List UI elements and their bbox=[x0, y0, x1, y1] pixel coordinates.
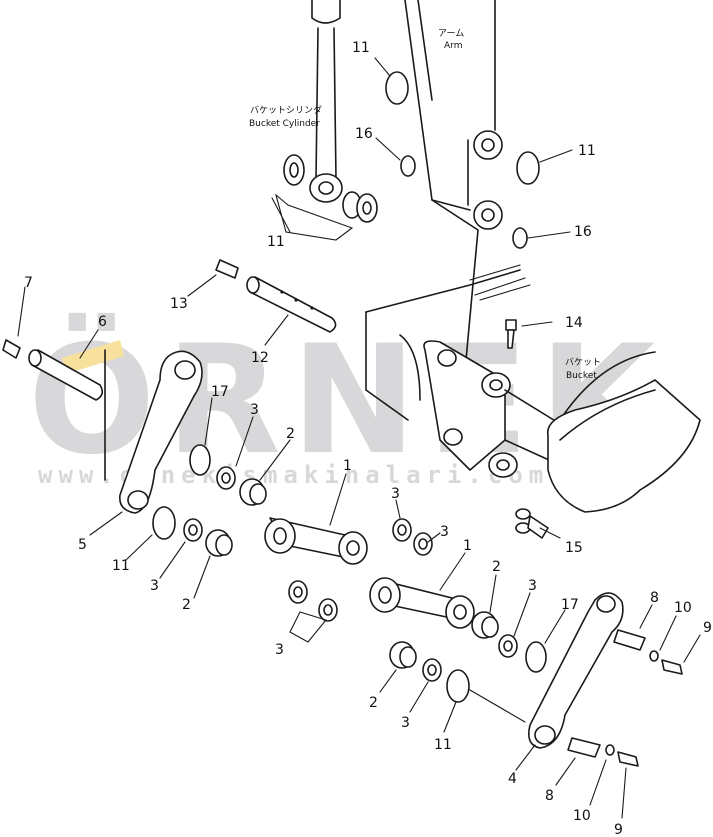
callout-9-a: 9 bbox=[703, 620, 712, 636]
bushings-2 bbox=[205, 478, 499, 669]
callout-11-d: 11 bbox=[112, 558, 130, 574]
callout-10-a: 10 bbox=[674, 600, 692, 616]
grease-fitting-7 bbox=[2, 339, 21, 359]
callout-3-e: 3 bbox=[528, 578, 537, 594]
pin-12 bbox=[246, 276, 337, 333]
bucket-cylinder bbox=[283, 0, 378, 223]
pin-6 bbox=[28, 349, 104, 401]
callout-7: 7 bbox=[24, 275, 33, 291]
callout-1-a: 1 bbox=[343, 458, 352, 474]
callout-12: 12 bbox=[251, 350, 269, 366]
washers-10 bbox=[605, 650, 659, 756]
callout-11-b: 11 bbox=[578, 143, 596, 159]
arm-label-jp: アーム bbox=[438, 28, 464, 39]
callout-11-c: 11 bbox=[267, 234, 285, 250]
callout-14: 14 bbox=[565, 315, 583, 331]
callout-3-g: 3 bbox=[401, 715, 410, 731]
bucket-label-en: Bucket bbox=[566, 371, 597, 381]
part-name-labels: アーム Arm バケットシリンダ Bucket Cylinder バケット Bu… bbox=[249, 28, 601, 381]
bolts-9 bbox=[617, 659, 683, 767]
plate-8-lower bbox=[567, 737, 601, 758]
callout-3-a: 3 bbox=[250, 402, 259, 418]
plate-8-upper bbox=[613, 629, 646, 651]
callout-5: 5 bbox=[78, 537, 87, 553]
callout-1-b: 1 bbox=[463, 538, 472, 554]
callout-2-b: 2 bbox=[182, 597, 191, 613]
arm-label-en: Arm bbox=[444, 41, 462, 51]
callout-16-b: 16 bbox=[574, 224, 592, 240]
callout-10-b: 10 bbox=[573, 808, 591, 824]
callout-15: 15 bbox=[565, 540, 583, 556]
callout-8-a: 8 bbox=[650, 590, 659, 606]
callout-9-b: 9 bbox=[614, 822, 623, 837]
callout-3-c: 3 bbox=[391, 486, 400, 502]
bucket bbox=[365, 264, 701, 513]
bolt-14 bbox=[505, 319, 517, 349]
callout-3-d: 3 bbox=[440, 524, 449, 540]
callout-17-b: 17 bbox=[561, 597, 579, 613]
o-rings-16 bbox=[400, 155, 528, 249]
grease-fitting-13 bbox=[215, 259, 239, 279]
shims-11 bbox=[152, 71, 540, 703]
seals-3 bbox=[183, 466, 518, 682]
h-link-lower bbox=[369, 577, 475, 629]
watermark-accent bbox=[62, 340, 124, 374]
callout-2-d: 2 bbox=[369, 695, 378, 711]
callout-3-b: 3 bbox=[150, 578, 159, 594]
callout-17-a: 17 bbox=[211, 384, 229, 400]
callout-11-e: 11 bbox=[434, 737, 452, 753]
callout-3-f: 3 bbox=[275, 642, 284, 658]
callout-6: 6 bbox=[98, 314, 107, 330]
callout-11-a: 11 bbox=[352, 40, 370, 56]
callout-2-a: 2 bbox=[286, 426, 295, 442]
link-5 bbox=[104, 349, 203, 514]
callout-4: 4 bbox=[508, 771, 517, 787]
callout-16-a: 16 bbox=[355, 126, 373, 142]
bucket-label-jp: バケット bbox=[565, 357, 601, 368]
bucket-cylinder-label-jp: バケットシリンダ bbox=[250, 104, 322, 116]
callout-2-c: 2 bbox=[492, 559, 501, 575]
link-4 bbox=[527, 592, 624, 749]
bucket-cylinder-label-en: Bucket Cylinder bbox=[249, 119, 320, 129]
callout-13: 13 bbox=[170, 296, 188, 312]
h-link-upper bbox=[264, 517, 368, 565]
leader-lines bbox=[17, 57, 701, 819]
fitting-15 bbox=[515, 508, 549, 539]
callout-numbers: 11 16 11 16 11 7 13 6 14 12 17 3 2 1 5 1… bbox=[24, 40, 712, 837]
callout-8-b: 8 bbox=[545, 788, 554, 804]
rings-17 bbox=[189, 444, 547, 673]
arm bbox=[404, 0, 503, 361]
